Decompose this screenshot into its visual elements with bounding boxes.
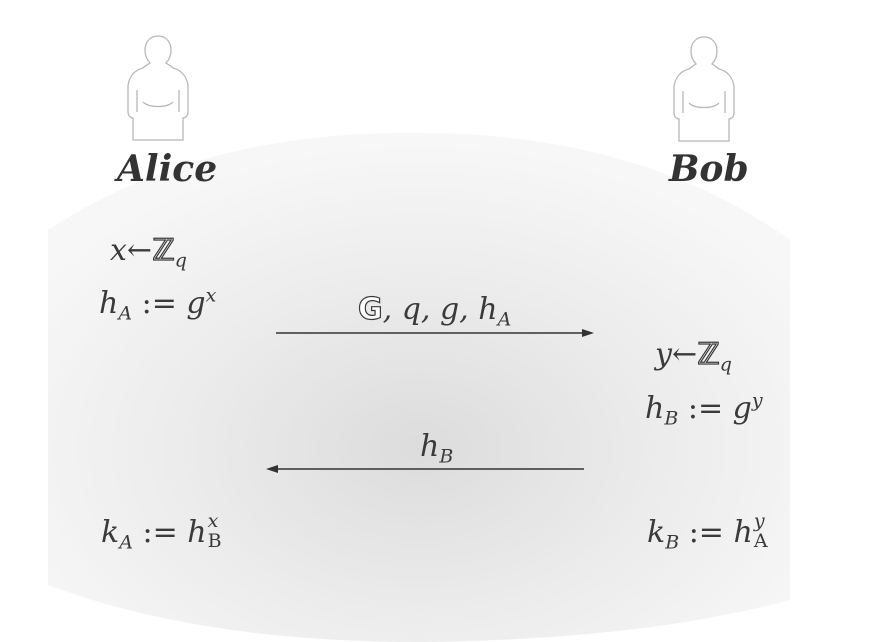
shaded-ellipse — [48, 132, 790, 642]
alice-name: Alice — [117, 148, 218, 190]
bob-h-op: := — [678, 391, 733, 426]
alice-h-exp: x — [205, 284, 217, 307]
alice-k-lhs-sub: A — [119, 531, 133, 554]
bob-sample-step: y←ℤq — [655, 337, 732, 374]
message-to-alice-h-sub: B — [439, 445, 454, 468]
alice-compute-h-step: hA := gx — [99, 286, 216, 323]
person-silhouette-icon — [673, 36, 735, 142]
message-to-bob-rest: , q, g, h — [382, 292, 498, 327]
bob-sample-set-sub: q — [719, 353, 732, 376]
alice-sample-set-sub: q — [174, 249, 187, 272]
message-group-symbol: G — [357, 292, 383, 327]
bob-name: Bob — [669, 148, 749, 190]
bob-k-sub: A — [753, 529, 768, 552]
bob-k-base: h — [733, 514, 753, 550]
bob-k-lhs: k — [647, 514, 666, 550]
alice-k-op: := — [132, 514, 188, 550]
bob-k-lhs-sub: B — [665, 531, 680, 554]
alice-h-lhs-sub: A — [118, 302, 133, 325]
bob-h-exp: y — [751, 389, 763, 412]
message-to-bob-label: G, q, g, hA — [357, 292, 511, 329]
person-silhouette-icon — [127, 35, 189, 141]
bob-sample-arrow: ← — [671, 337, 698, 372]
alice-k-lhs: k — [101, 514, 120, 550]
bob-compute-h-step: hB := gy — [645, 391, 763, 428]
alice-h-lhs: h — [99, 286, 119, 321]
alice-sample-var: x — [110, 233, 127, 268]
alice-k-base: h — [187, 514, 207, 550]
alice-sample-arrow: ← — [126, 233, 153, 268]
message-to-alice-h: h — [420, 429, 440, 464]
alice-h-op: := — [132, 286, 187, 321]
alice-h-base: g — [186, 286, 206, 321]
alice-k-sub: B — [207, 529, 222, 552]
bob-h-base: g — [732, 391, 752, 426]
bob-k-sup: y — [753, 510, 765, 532]
bob-sample-var: y — [655, 337, 672, 372]
bob-sample-set: ℤ — [697, 337, 721, 372]
message-to-alice-label: hB — [420, 429, 453, 467]
bob-h-lhs: h — [645, 391, 665, 426]
message-to-bob-rest-sub: A — [497, 308, 512, 331]
alice-sample-set: ℤ — [151, 233, 175, 268]
bob-h-lhs-sub: B — [664, 407, 679, 430]
bob-k-op: := — [679, 514, 734, 550]
alice-k-sup: x — [207, 510, 219, 532]
alice-sample-step: x←ℤq — [110, 233, 187, 270]
